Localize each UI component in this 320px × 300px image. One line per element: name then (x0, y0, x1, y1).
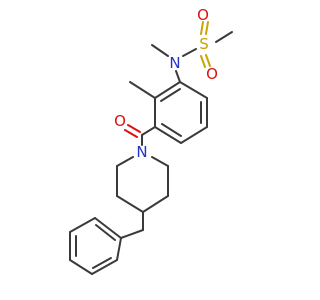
bond-ph-3 (69, 259, 93, 275)
bond-ph-2 (91, 259, 118, 275)
bond-pip-6 (151, 156, 169, 167)
atom-label-sulfonamide-nitrogen: N (169, 54, 180, 72)
bond-ph-2-inner (92, 257, 112, 269)
bond-carbonyl-oxygen (127, 124, 141, 133)
bond-ring-4-inner (161, 123, 182, 137)
bond-pip-4 (142, 195, 169, 213)
bond-ch2-phenyl (120, 229, 144, 239)
bond-ph-5 (69, 217, 96, 233)
bond-aryl-methyl (129, 81, 156, 99)
bond-ring-3 (180, 126, 208, 144)
bond-carbonyl-oxygen-2 (124, 129, 138, 138)
bond-ring-6 (154, 81, 181, 99)
atom-label-layer: N S O O O N (114, 6, 218, 161)
atom-label-sulfur: S (199, 35, 209, 53)
bond-ring-1 (179, 81, 208, 99)
bond-sulfur-nitrogen (182, 48, 197, 57)
bond-ph-1 (116, 237, 122, 261)
bond-sulfur-oxygen-top-2 (200, 21, 204, 35)
bond-pip-1 (116, 156, 134, 167)
bond-sulfur-oxygen-bottom-2 (200, 55, 206, 68)
atom-label-piperidine-nitrogen: N (136, 143, 147, 161)
bond-ring-4 (154, 126, 182, 144)
atom-label-carbonyl-oxygen: O (114, 112, 126, 130)
bond-sulfur-oxygen-top (205, 21, 209, 35)
bond-pip-3 (116, 195, 144, 213)
bond-sulfur-oxygen-bottom (205, 54, 211, 67)
bond-ph-6-inner (95, 224, 116, 241)
bond-nitrogen-aryl (175, 70, 181, 83)
bond-aryl-carbonyl (141, 126, 156, 136)
atom-label-sulfonyl-oxygen-bottom: O (206, 65, 218, 83)
bond-ph-6 (94, 217, 122, 239)
bond-methyl-sulfur (215, 31, 233, 43)
bond-layer (69, 21, 233, 275)
atom-label-sulfonyl-oxygen-top: O (197, 6, 209, 24)
bond-ring-6-inner (160, 88, 181, 102)
molecule-structure: N S O O O N (69, 6, 233, 275)
bond-nitrogen-methyl (151, 44, 169, 57)
